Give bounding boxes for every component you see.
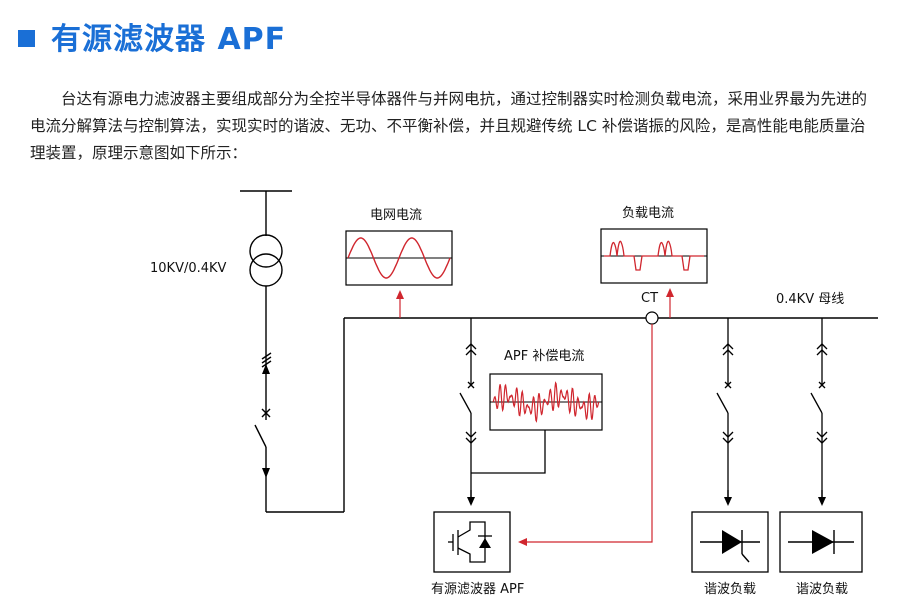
- ct-control-signal: [518, 324, 653, 546]
- title-bar: 有源滤波器 APF: [18, 14, 286, 58]
- title-square-icon: [18, 29, 35, 47]
- bus-label: 0.4KV 母线: [776, 292, 844, 307]
- main-feeder: [240, 190, 345, 513]
- apf-device: [433, 511, 511, 573]
- feeder-arrow-up: [262, 364, 270, 374]
- load-branch-2: [810, 318, 828, 500]
- page-title: 有源滤波器 APF: [51, 22, 287, 57]
- igbt-diode-icon: [479, 538, 491, 548]
- ct-sensor: [645, 311, 659, 325]
- load-branch-1: [716, 318, 734, 500]
- grid-current-label: 电网电流: [370, 208, 422, 223]
- apf-branch: [459, 318, 546, 500]
- main-switch-blade: [254, 424, 267, 448]
- grid-current-waveform: [347, 237, 451, 279]
- load1-label: 谐波负载: [704, 582, 756, 597]
- load2-label: 谐波负载: [796, 582, 848, 597]
- apf-current-label: APF 补偿电流: [504, 349, 584, 364]
- load-current-waveform: [604, 240, 704, 271]
- apf-label: 有源滤波器 APF: [431, 582, 524, 597]
- ct-label: CT: [641, 291, 658, 306]
- intro-text: 台达有源电力滤波器主要组成部分为全控半导体器件与并网电抗，通过控制器实时检测负载…: [30, 90, 868, 162]
- intro-paragraph: 台达有源电力滤波器主要组成部分为全控半导体器件与并网电抗，通过控制器实时检测负载…: [30, 86, 872, 167]
- transformer-secondary-coil: [249, 253, 283, 287]
- transformer-label: 10KV/0.4KV: [150, 261, 227, 276]
- apf-current-waveform: [492, 381, 600, 423]
- load-current-label: 负载电流: [622, 206, 674, 221]
- transformer-primary-coil: [249, 234, 283, 268]
- feeder-arrow-down: [262, 468, 270, 478]
